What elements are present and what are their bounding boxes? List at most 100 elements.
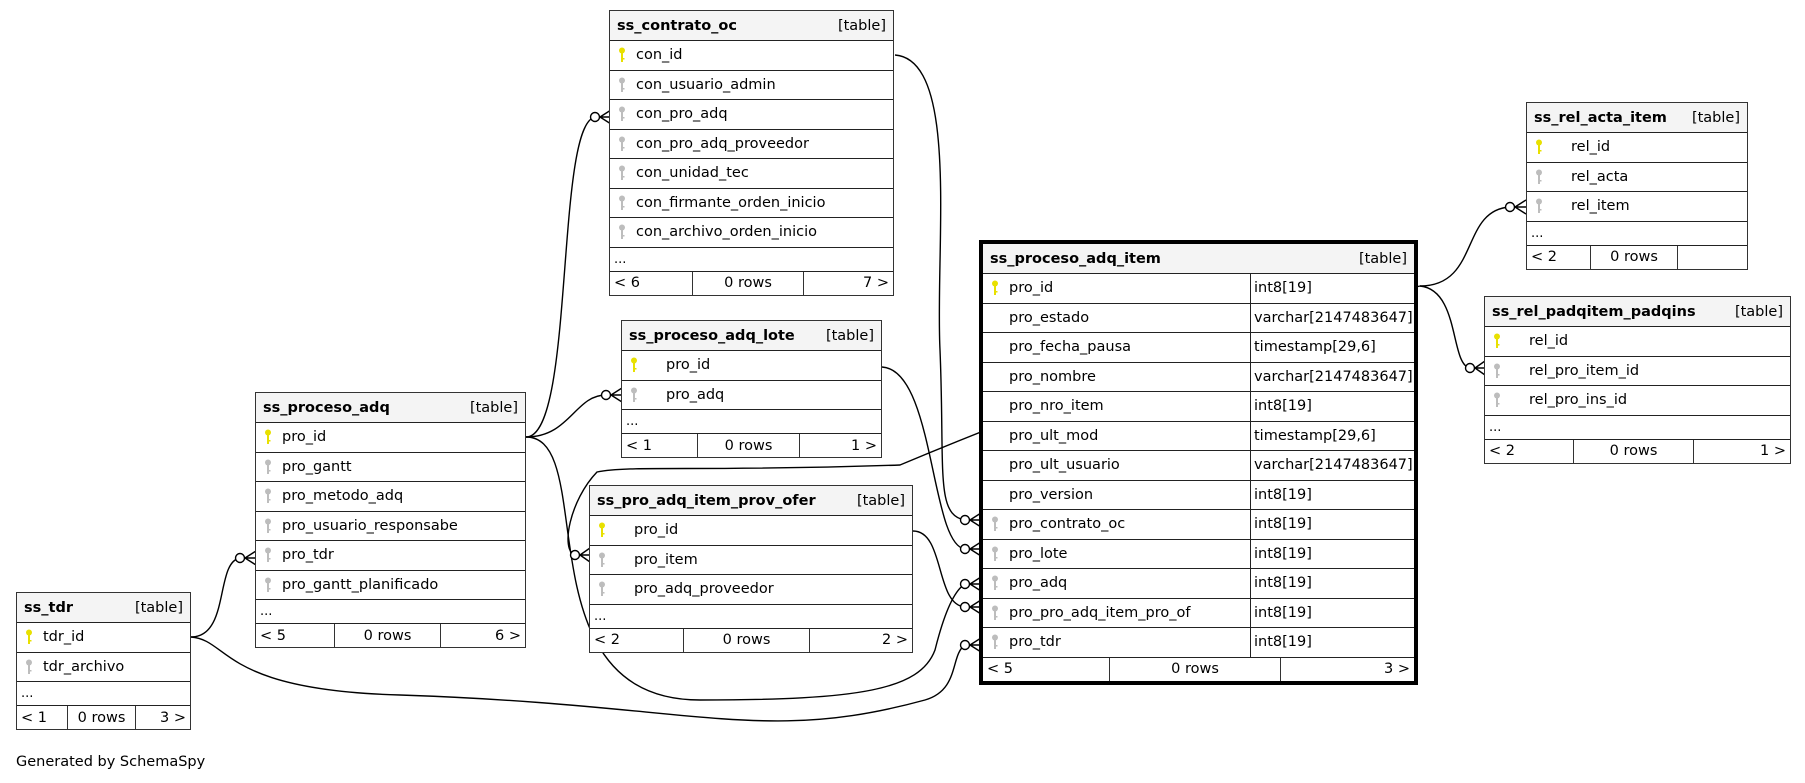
column-row[interactable]: pro_metodo_adq: [256, 482, 525, 512]
table-ss-proceso-adq-lote[interactable]: ss_proceso_adq_lote[table] pro_id pro_adq.…: [621, 320, 882, 458]
parents-link[interactable]: < 2: [1527, 245, 1591, 269]
column-row[interactable]: con_usuario_admin: [610, 71, 893, 100]
crowfoot-marker: [1514, 199, 1527, 215]
column-row[interactable]: pro_adq_proveedor: [590, 575, 912, 605]
column-row[interactable]: con_firmante_orden_inicio: [610, 189, 893, 218]
column-row[interactable]: pro_id: [256, 423, 525, 453]
table-name[interactable]: ss_proceso_adq_lote: [629, 327, 795, 344]
table-header[interactable]: ss_pro_adq_item_prov_ofer[table]: [590, 486, 912, 516]
children-link[interactable]: 3 >: [1384, 661, 1410, 677]
column-row[interactable]: pro_gantt: [256, 453, 525, 482]
table-header[interactable]: ss_contrato_oc[table]: [610, 11, 893, 41]
column-row[interactable]: con_id: [610, 41, 893, 71]
children-link[interactable]: 1 >: [1760, 443, 1786, 459]
table-name[interactable]: ss_tdr: [24, 599, 73, 616]
column-row[interactable]: con_unidad_tec: [610, 159, 893, 189]
more-columns[interactable]: ...: [610, 248, 893, 272]
table-header[interactable]: ss_proceso_adq_item[table]: [983, 244, 1414, 274]
table-header[interactable]: ss_rel_padqitem_padqins[table]: [1485, 297, 1790, 327]
column-name: con_unidad_tec: [636, 165, 749, 182]
column-row[interactable]: tdr_id: [17, 623, 190, 653]
column-row[interactable]: rel_acta: [1527, 163, 1747, 192]
column-name: pro_gantt_planificado: [282, 576, 439, 593]
table-name[interactable]: ss_proceso_adq: [263, 399, 390, 416]
column-row[interactable]: rel_id: [1485, 327, 1790, 357]
table-name[interactable]: ss_pro_adq_item_prov_ofer: [597, 492, 816, 509]
more-columns[interactable]: ...: [256, 600, 525, 624]
table-name[interactable]: ss_rel_padqitem_padqins: [1492, 303, 1696, 320]
parents-link[interactable]: < 1: [17, 706, 68, 729]
table-header[interactable]: ss_proceso_adq[table]: [256, 393, 525, 423]
children-link[interactable]: 2 >: [882, 632, 908, 648]
table-header[interactable]: ss_rel_acta_item[table]: [1527, 103, 1747, 133]
foreign-key-icon: [617, 165, 627, 181]
column-row[interactable]: tdr_archivo: [17, 653, 190, 682]
column-type: int8[19]: [1250, 598, 1312, 627]
column-name: pro_usuario_responsabe: [282, 517, 458, 534]
parents-link[interactable]: < 6: [610, 271, 693, 295]
column-row[interactable]: rel_pro_item_id: [1485, 357, 1790, 386]
table-name[interactable]: ss_contrato_oc: [617, 17, 737, 34]
column-row[interactable]: pro_item: [590, 546, 912, 575]
parents-link[interactable]: < 5: [256, 624, 335, 647]
table-name[interactable]: ss_proceso_adq_item: [990, 250, 1161, 267]
column-row[interactable]: con_archivo_orden_inicio: [610, 218, 893, 248]
more-columns[interactable]: ...: [1485, 416, 1790, 440]
column-row[interactable]: pro_tdr: [256, 541, 525, 571]
parents-link[interactable]: < 5: [983, 657, 1110, 681]
column-row[interactable]: rel_pro_ins_id: [1485, 386, 1790, 416]
column-type: int8[19]: [1250, 539, 1312, 568]
table-header[interactable]: ss_proceso_adq_lote[table]: [622, 321, 881, 351]
parents-link[interactable]: < 1: [622, 434, 698, 457]
column-name: pro_tdr: [1009, 634, 1061, 651]
table-header[interactable]: ss_tdr[table]: [17, 593, 190, 623]
column-row[interactable]: pro_id: [622, 351, 881, 381]
more-columns[interactable]: ...: [590, 605, 912, 629]
children-link[interactable]: 7 >: [863, 275, 889, 291]
more-columns[interactable]: ...: [622, 410, 881, 434]
children-link[interactable]: 6 >: [495, 627, 521, 644]
more-columns[interactable]: ...: [1527, 222, 1747, 246]
column-row[interactable]: pro_gantt_planificado: [256, 571, 525, 600]
table-name[interactable]: ss_rel_acta_item: [1534, 109, 1667, 126]
column-row[interactable]: con_pro_adq: [610, 100, 893, 130]
parents-link[interactable]: < 2: [1485, 439, 1574, 463]
more-columns[interactable]: ...: [17, 682, 190, 706]
row-count: 0 rows: [698, 434, 800, 457]
edge-proceso-adq-to-lote: [525, 394, 607, 438]
children-link[interactable]: 3 >: [160, 709, 186, 726]
column-row[interactable]: pro_id: [590, 516, 912, 546]
column-name: pro_id: [666, 357, 711, 374]
column-type: varchar[2147483647]: [1250, 303, 1413, 332]
column-row[interactable]: pro_adq: [622, 381, 881, 410]
row-count: 0 rows: [693, 271, 804, 295]
children-link[interactable]: [1678, 246, 1747, 269]
column-row[interactable]: rel_id: [1527, 133, 1747, 163]
column-row[interactable]: rel_item: [1527, 192, 1747, 222]
column-row[interactable]: pro_usuario_responsabe: [256, 512, 525, 541]
column-row[interactable]: con_pro_adq_proveedor: [610, 130, 893, 159]
parents-link[interactable]: < 2: [590, 628, 684, 652]
children-link[interactable]: 1 >: [851, 437, 877, 454]
